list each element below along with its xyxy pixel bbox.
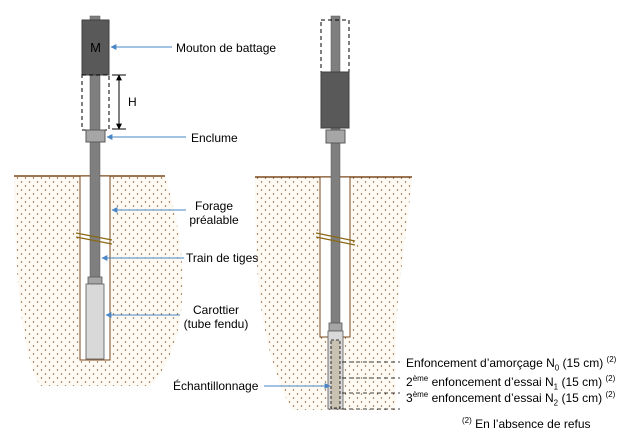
hammer-left — [81, 19, 110, 76]
hammer-drop-zone-left — [81, 74, 110, 131]
sampler-coupling-right — [328, 322, 343, 332]
label-sampler: Carottier (tube fendu) — [180, 303, 252, 331]
penetration-label-0: Enfoncement d’amorçage N0 (15 cm) (2) — [406, 355, 617, 373]
label-borehole-line1: Forage — [194, 199, 234, 213]
split-spoon-sampler-left — [85, 283, 105, 360]
sampler-coupling-left — [87, 276, 103, 285]
label-sampling: Échantillonnage — [173, 379, 259, 393]
label-rods: Train de tiges — [186, 251, 259, 265]
penetration-label-1: 2ème enfoncement d’essai N1 (15 cm) (2) — [406, 374, 616, 392]
drill-rod-right — [330, 15, 341, 325]
footnote: (2) En l’absence de refus — [462, 416, 591, 432]
break-mark-left-1 — [75, 232, 113, 241]
hammer-letter: M — [90, 40, 101, 55]
label-borehole-line2: préalable — [189, 213, 239, 227]
label-hammer: Mouton de battage — [176, 41, 277, 55]
label-anvil: Enclume — [191, 131, 238, 145]
anvil-right — [325, 129, 346, 144]
break-mark-right-2 — [315, 236, 356, 246]
height-letter: H — [128, 95, 137, 109]
anvil-left — [85, 129, 106, 143]
break-mark-right-1 — [315, 232, 356, 242]
label-sampler-line2: (tube fendu) — [183, 317, 249, 331]
hammer-right — [320, 71, 350, 129]
soil-sample-core — [330, 339, 341, 409]
label-sampler-line1: Carottier — [192, 303, 239, 317]
break-mark-left-2 — [75, 236, 113, 245]
label-borehole: Forage préalable — [186, 199, 242, 227]
penetration-label-2: 3ème enfoncement d’essai N2 (15 cm) (2) — [406, 390, 616, 408]
